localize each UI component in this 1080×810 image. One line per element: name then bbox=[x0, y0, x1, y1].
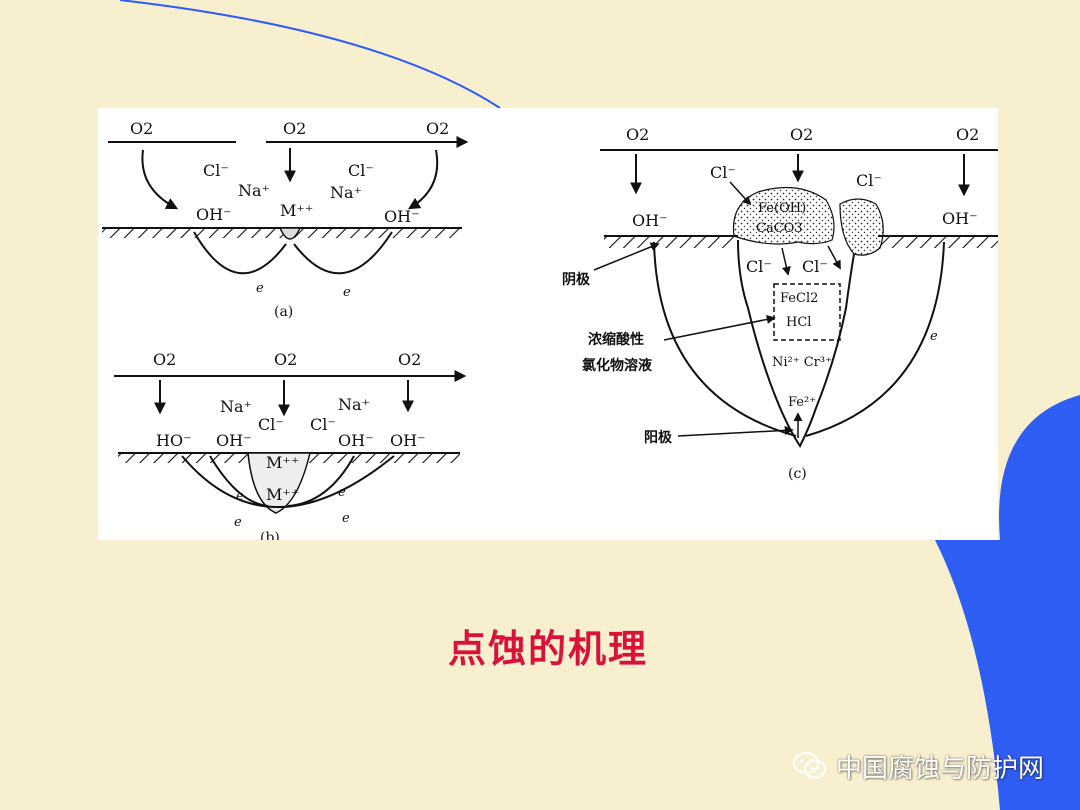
watermark-text: 中国腐蚀与防护网 bbox=[835, 753, 1044, 784]
panel-a-cl-right: Cl⁻ bbox=[348, 161, 374, 180]
panel-c-anode-pointer bbox=[677, 425, 794, 437]
panel-a-cl-left: Cl⁻ bbox=[203, 161, 229, 180]
panel-c-box-line2: HCl bbox=[786, 315, 811, 330]
panel-c-o2-mid: O2 bbox=[790, 125, 813, 144]
panel-a-current-right bbox=[293, 231, 393, 275]
panel-c-metal-surface-left bbox=[604, 236, 736, 248]
wechat-icon bbox=[792, 751, 827, 779]
panel-c-solution-pointer bbox=[663, 314, 776, 341]
panel-b-e-2: e bbox=[338, 485, 346, 500]
panel-b-e-3: e bbox=[234, 515, 242, 530]
panel-b-na-left: Na⁺ bbox=[220, 397, 252, 416]
panel-b-na-right: Na⁺ bbox=[338, 395, 370, 414]
panel-c-anode: 阳极 bbox=[644, 429, 673, 446]
panel-a: O2 O2 O2 Cl⁻ Cl⁻ Na⁺ Na⁺ OH⁻ OH⁻ M⁺⁺ e e… bbox=[102, 119, 469, 320]
blue-arc-top bbox=[119, 0, 501, 109]
panel-b-o2-mid: O2 bbox=[274, 350, 297, 369]
panel-c-pit-outline bbox=[737, 239, 855, 448]
panel-a-current-left bbox=[193, 231, 287, 275]
panel-c-box-line1: FeCl2 bbox=[780, 291, 818, 306]
panel-b-oh-right1: OH⁻ bbox=[338, 431, 374, 450]
panel-c-metal-surface-right bbox=[880, 236, 998, 248]
panel-c-fe-ion: Fe²⁺ bbox=[788, 395, 816, 410]
panel-a-oh-right: OH⁻ bbox=[384, 207, 420, 226]
panel-c-o2-right: O2 bbox=[956, 125, 979, 144]
panel-c-fecl2-box bbox=[773, 283, 841, 341]
panel-a-e-right: e bbox=[343, 285, 351, 300]
panel-c-cl-pit-left: Cl⁻ bbox=[746, 257, 772, 276]
panel-c-oh-right: OH⁻ bbox=[942, 209, 978, 228]
panel-b-caption: (b) bbox=[260, 530, 280, 540]
panel-c-solution-line2: 氯化物溶液 bbox=[582, 357, 653, 374]
panel-c-arrow-cl-in bbox=[827, 245, 841, 270]
panel-b-e-1: e bbox=[236, 489, 244, 504]
panel-c-deposit-line2: CaCO3 bbox=[756, 221, 803, 236]
panel-c-cl-top-left: Cl⁻ bbox=[710, 163, 736, 182]
panel-a-arrow-left bbox=[141, 149, 179, 210]
panel-a-caption: (a) bbox=[274, 304, 293, 320]
pitting-diagram: O2 O2 O2 Cl⁻ Cl⁻ Na⁺ Na⁺ OH⁻ OH⁻ M⁺⁺ e e… bbox=[102, 119, 998, 540]
panel-c-o2-left: O2 bbox=[626, 125, 649, 144]
blue-corner-shape bbox=[935, 395, 1080, 810]
panel-b-e-4: e bbox=[342, 511, 350, 526]
panel-a-oh-left: OH⁻ bbox=[196, 205, 232, 224]
panel-c-cl-top-right: Cl⁻ bbox=[856, 171, 882, 190]
panel-c: O2 O2 O2 Cl⁻ Cl⁻ Fe(OH) CaCO3 OH⁻ OH⁻ Cl… bbox=[562, 125, 998, 482]
panel-a-na-right: Na⁺ bbox=[330, 183, 362, 202]
panel-a-o2-right: O2 bbox=[426, 119, 449, 138]
pitting-diagram-figure: O2 O2 O2 Cl⁻ Cl⁻ Na⁺ Na⁺ OH⁻ OH⁻ M⁺⁺ e e… bbox=[98, 108, 998, 540]
panel-c-current-right bbox=[805, 241, 945, 437]
panel-c-current-left bbox=[653, 241, 797, 437]
panel-c-caption: (c) bbox=[788, 466, 807, 482]
panel-b-o2-right: O2 bbox=[398, 350, 421, 369]
panel-b-metal-ion-bottom: M⁺⁺ bbox=[266, 485, 299, 504]
panel-b-oh-left: OH⁻ bbox=[216, 431, 252, 450]
panel-c-arrow-cl-in2 bbox=[781, 247, 791, 276]
panel-b-metal-ion-top: M⁺⁺ bbox=[266, 453, 299, 472]
panel-a-o2-mid: O2 bbox=[283, 119, 306, 138]
panel-b-pit bbox=[247, 452, 311, 514]
panel-c-e: e bbox=[930, 329, 938, 344]
panel-c-oh-left: OH⁻ bbox=[632, 211, 668, 230]
watermark: 中国腐蚀与防护网 bbox=[792, 746, 1044, 786]
panel-c-deposit-line1: Fe(OH) bbox=[758, 201, 806, 216]
panel-a-e-left: e bbox=[256, 281, 264, 296]
panel-a-o2-left: O2 bbox=[130, 119, 153, 138]
panel-b-ho-left: HO⁻ bbox=[156, 431, 192, 450]
panel-b: O2 O2 O2 Na⁺ Na⁺ Cl⁻ Cl⁻ HO⁻ OH⁻ OH⁻ OH⁻… bbox=[114, 350, 467, 540]
panel-a-arrow-right bbox=[407, 149, 439, 210]
panel-a-na-left: Na⁺ bbox=[238, 181, 270, 200]
panel-c-deposit-right bbox=[839, 198, 884, 256]
panel-b-oh-right2: OH⁻ bbox=[390, 431, 426, 450]
panel-c-solution-line1: 浓缩酸性 bbox=[588, 331, 644, 348]
panel-b-o2-left: O2 bbox=[153, 350, 176, 369]
panel-a-metal-ion: M⁺⁺ bbox=[280, 201, 313, 220]
panel-b-cl-left: Cl⁻ bbox=[258, 415, 284, 434]
panel-c-ions: Ni²⁺ Cr³⁺ bbox=[772, 355, 832, 370]
panel-a-pit bbox=[278, 227, 302, 240]
panel-b-current-outer bbox=[181, 455, 395, 508]
slide-title: 点蚀的机理 bbox=[447, 627, 648, 671]
panel-c-deposit-left bbox=[732, 186, 835, 245]
panel-b-cl-right: Cl⁻ bbox=[310, 415, 336, 434]
panel-c-cathode-pointer bbox=[593, 242, 660, 271]
panel-c-cl-pit-right: Cl⁻ bbox=[802, 257, 828, 276]
panel-c-cathode: 阴极 bbox=[562, 271, 591, 288]
